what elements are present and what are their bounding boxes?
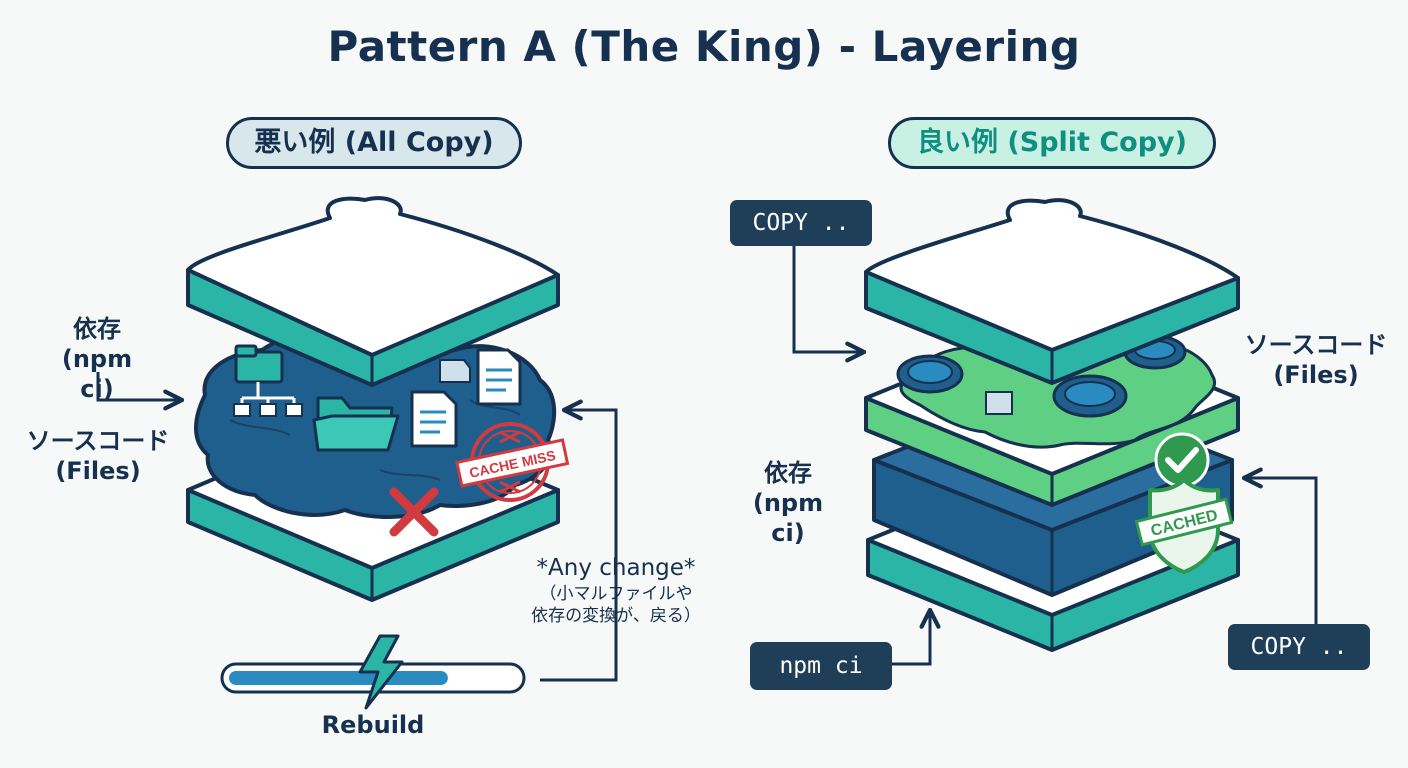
npm-ci-arrow (892, 607, 941, 666)
lightning-icon (358, 634, 404, 710)
bad-sandwich: CACHE MISS (186, 196, 570, 602)
page-title: Pattern A (The King) - Layering (327, 22, 1081, 71)
copy-bottom-arrow (1241, 467, 1318, 624)
folder-icon (312, 396, 400, 452)
npm-ci-box: npm ci (750, 642, 892, 690)
document-icon (439, 359, 471, 383)
copy-bottom-box: COPY .. (1228, 624, 1370, 670)
copy-top-box: COPY .. (730, 200, 872, 246)
bad-example-heading: 悪い例 (All Copy) (226, 117, 522, 169)
good-source-label: ソースコード (Files) (1244, 331, 1388, 389)
deps-arrow (96, 372, 185, 411)
document-icon (476, 348, 522, 406)
cucumber-slice (896, 354, 964, 394)
change-arrow (540, 399, 618, 682)
good-top-bread (864, 198, 1240, 385)
copy-top-arrow (792, 246, 867, 363)
any-change-label: *Any change* （小マルファイルや 依存の変換が、戻る） (531, 555, 701, 626)
bad-source-label: ソースコード (Files) (26, 427, 170, 485)
document-icon (985, 391, 1013, 415)
file-tree-icon (233, 344, 303, 417)
close-icon (389, 487, 439, 537)
document-icon (410, 390, 458, 448)
bad-deps-label: 依存 (npm ci) (61, 315, 133, 403)
cucumber-slice (1052, 374, 1128, 418)
good-example-heading: 良い例 (Split Copy) (888, 117, 1216, 169)
good-deps-label: 依存 (npm ci) (752, 459, 824, 547)
good-sandwich: CACHED (864, 198, 1240, 652)
cached-shield-icon: CACHED (1134, 478, 1234, 574)
check-icon (1154, 432, 1210, 488)
bad-top-bread (186, 196, 560, 387)
rebuild-label: Rebuild (321, 711, 425, 739)
